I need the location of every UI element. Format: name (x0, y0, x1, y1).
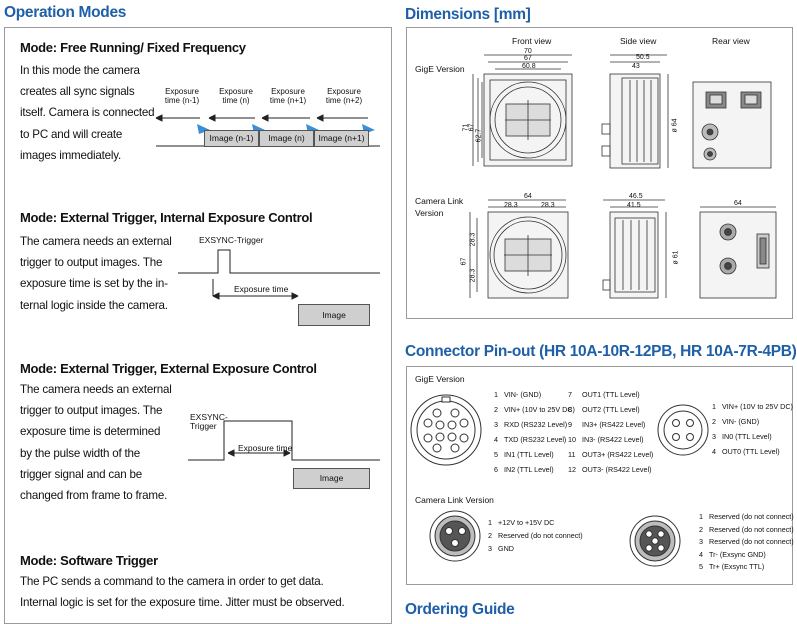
ordering-guide-title: Ordering Guide (405, 601, 515, 618)
operation-modes-title: Operation Modes (4, 4, 127, 21)
gige-front-w3: 60.8 (522, 63, 536, 70)
pin-camera-link-label: Camera Link Version (415, 495, 494, 505)
gige-side-w1: 50.5 (636, 54, 650, 61)
connector-5-pin-icon (629, 515, 681, 567)
dimensions-title: Dimensions [mm] (405, 6, 531, 23)
gige-front-w2: 67 (524, 55, 532, 62)
connector-12-pin-icon (410, 394, 482, 466)
rear-view-label: Rear view (712, 36, 750, 46)
cl-side-w2: 41.5 (627, 202, 641, 209)
exsync-trigger-label: EXSYNC-Trigger (199, 235, 264, 245)
exsync-trigger-label-3: EXSYNC- Trigger (190, 412, 228, 431)
pins-12-left-list: 1 VIN- (GND) 2 VIN+ (10V to 25V DC) 3 RX… (494, 390, 575, 474)
mode-title-software-trigger: Mode: Software Trigger (20, 553, 158, 568)
exposure-label-n-1: Exposure time (n-1) (164, 87, 200, 105)
exposure-label-n: Exposure time (n) (219, 87, 253, 105)
mode-title-ext-trigger-internal: Mode: External Trigger, Internal Exposur… (20, 210, 313, 225)
pin-gige-label: GigE Version (415, 374, 465, 384)
front-view-label: Front view (512, 36, 552, 46)
image-box-n: Image (n) (259, 130, 314, 147)
gige-front-w1: 70 (524, 48, 532, 55)
connector-pinout-title: Connector Pin-out (HR 10A-10R-12PB, HR 1… (405, 343, 797, 360)
connector-3-pin-icon (429, 510, 481, 562)
gige-side-w2: 43 (632, 63, 640, 70)
mode-title-free-running: Mode: Free Running/ Fixed Frequency (20, 40, 246, 55)
cl-half-b: 28.3 (541, 202, 555, 209)
cl-pins-5-list: 1 Reserved (do not connect) 2 Reserved (… (699, 512, 794, 571)
side-view-label: Side view (620, 36, 657, 46)
camera-link-version-label: Camera Link Version (415, 196, 464, 218)
exposure-time-label-2: Exposure time (234, 284, 289, 294)
image-box-2: Image (298, 304, 370, 326)
cl-front-w1: 64 (524, 193, 532, 200)
image-box-n-1: Image (n-1) (204, 130, 259, 147)
exposure-label-n+2: Exposure time (n+2) (325, 87, 363, 105)
connector-4-pin-icon (657, 404, 709, 456)
exposure-time-label-3: Exposure time (238, 443, 293, 453)
cl-side-w1: 46.5 (629, 193, 643, 200)
exposure-label-n+1: Exposure time (n+1) (269, 87, 307, 105)
image-box-n+1: Image (n+1) (314, 130, 369, 147)
mode-title-ext-trigger-external: Mode: External Trigger, External Exposur… (20, 361, 317, 376)
cl-half-a: 28.3 (504, 202, 518, 209)
cl-pins-3-list: 1 +12V to +15V DC 2 Reserved (do not con… (488, 518, 583, 553)
gige-version-label: GigE Version (415, 64, 465, 74)
pins-4-list: 1 VIN+ (10V to 25V DC) 2 VIN- (GND) 3 IN… (712, 402, 793, 456)
image-box-3: Image (293, 468, 370, 489)
mode-text-software-trigger: The PC sends a command to the camera in … (20, 575, 345, 610)
cl-rear-w: 64 (734, 200, 742, 207)
